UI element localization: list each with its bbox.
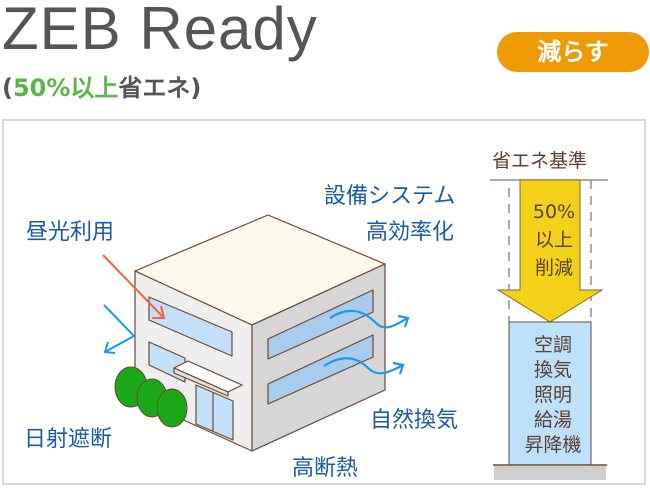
- reduction-arrow-icon: [496, 179, 604, 323]
- energy-standard-chart: [490, 179, 608, 480]
- side-window-upper: [267, 289, 374, 360]
- reduction-line: 50%: [532, 201, 576, 223]
- label-insulation: 高断熱: [292, 456, 359, 481]
- reduction-text: 50% 以上 削減: [524, 198, 584, 282]
- shading-arrow-icon: [103, 304, 136, 354]
- label-ventilation: 自然換気: [370, 408, 459, 433]
- label-shading: 日射遮断: [24, 427, 113, 452]
- energy-box: [508, 321, 592, 466]
- energy-item: 昇降機: [524, 434, 582, 456]
- label-daylight: 昼光利用: [26, 220, 115, 245]
- reduction-line: 以上: [534, 229, 573, 251]
- energy-item: 空調: [533, 334, 572, 356]
- side-window-lower: [267, 334, 374, 405]
- daylight-arrow-icon: [102, 254, 166, 319]
- tree-icon: [156, 388, 188, 428]
- energy-item: 照明: [533, 384, 572, 406]
- reduction-line: 削減: [534, 257, 573, 279]
- subtitle-open: (: [2, 74, 13, 102]
- energy-item: 換気: [533, 359, 572, 381]
- subtitle-rest: 省エネ): [118, 74, 202, 102]
- ventilation-arrows-icon: [323, 309, 410, 375]
- energy-items: 空調 換気 照明 給湯 昇降機: [513, 333, 593, 458]
- subtitle: (50%以上省エネ): [2, 68, 201, 103]
- ground-shadow: [494, 466, 606, 480]
- trees: [114, 366, 188, 428]
- page-title: ZEB Ready: [2, 0, 318, 62]
- label-equipment-line1: 設備システム: [324, 184, 456, 209]
- entrance-door: [195, 384, 234, 441]
- reduce-badge: 減らす: [497, 32, 649, 72]
- energy-item: 給湯: [533, 409, 572, 431]
- standard-title: 省エネ基準: [492, 150, 588, 172]
- front-window-upper: [148, 296, 233, 357]
- subtitle-highlight: 50%以上: [12, 74, 119, 102]
- label-equipment-line2: 高効率化: [366, 220, 455, 245]
- canopy-edge: [173, 367, 229, 397]
